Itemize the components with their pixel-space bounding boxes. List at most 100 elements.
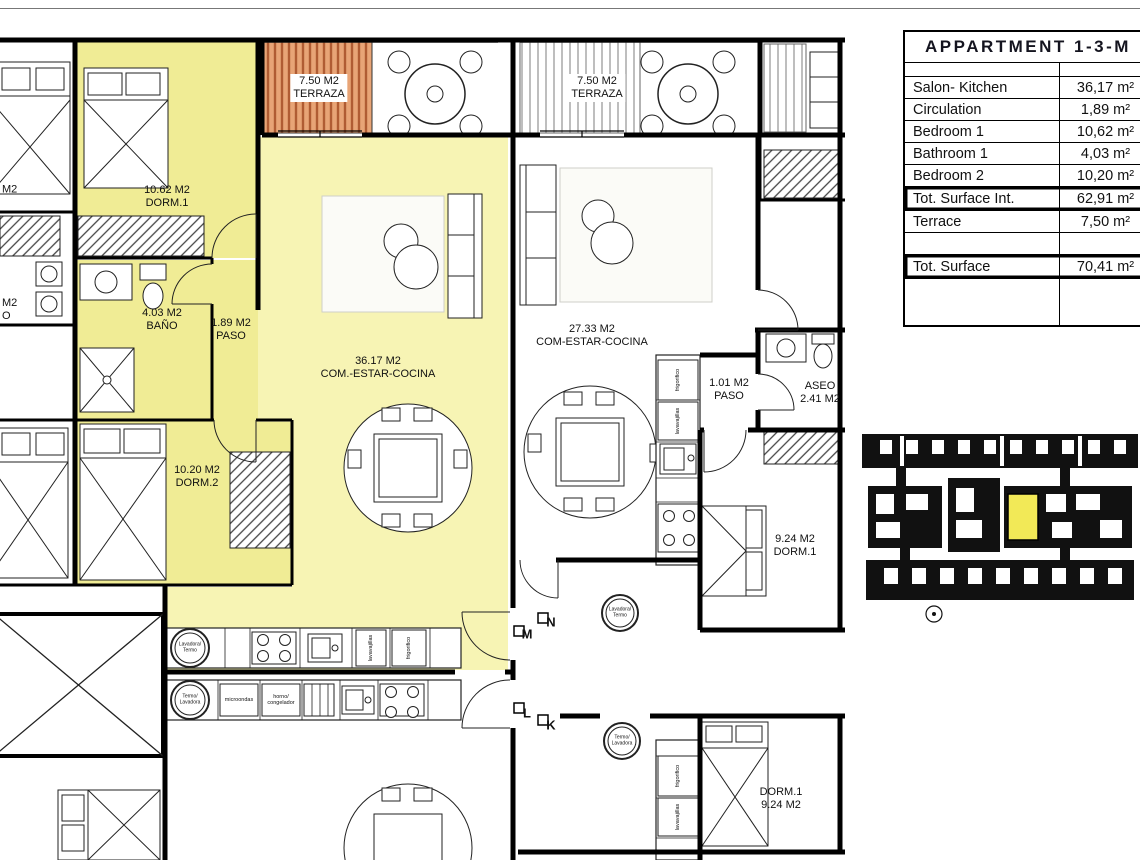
utility-right (601, 594, 701, 860)
room-area-text: 1.89 M2 (211, 317, 251, 329)
room-label-dorm1-bottom: DORM.1 9.24 M2 (760, 786, 803, 812)
appliance-label-microondas: microondas (224, 697, 254, 703)
row-label: Terrace (905, 211, 1060, 232)
row-value: 7,50 m² (1080, 213, 1131, 230)
room-area-text: M2 (2, 297, 18, 309)
room-label-paso-left: 1.89 M2 PASO (211, 317, 251, 343)
appliance-label-lavavajillas: lavavajillas (368, 634, 374, 662)
bed-dorm1-right (701, 505, 767, 597)
room-name-text: BAÑO (146, 320, 178, 332)
door-swings (171, 213, 799, 729)
site-key-map (862, 434, 1138, 623)
room-name-text: PASO (714, 390, 744, 402)
row-value: 10,62 m² (1076, 123, 1135, 140)
room-fill-paso (210, 260, 258, 420)
room-name-text: DORM.2 (175, 477, 219, 489)
terrace-table-left (387, 50, 483, 138)
room-area-text: 9.24 M2 (761, 799, 801, 811)
room-label-salon-right: 27.33 M2 COM-ESTAR-COCINA (536, 323, 648, 349)
appliance-label-frigorifico: frigorifico (406, 636, 412, 660)
heater-text: Termo/ (614, 734, 630, 741)
heater-text: Lavadora (179, 699, 201, 705)
room-area-text: 36.17 M2 (355, 355, 401, 367)
row-value: 1,89 m² (1080, 101, 1131, 118)
appliance-label-horno: horno/ congelador (267, 694, 294, 706)
room-name-text: O (2, 310, 11, 322)
table-row: Bedroom 1 10,62 m² (905, 121, 1140, 143)
row-value: 70,41 m² (1076, 258, 1135, 275)
room-label-dorm1: 10.62 M2 DORM.1 (144, 184, 190, 210)
room-area-text: 7.50 M2 (299, 75, 339, 87)
table-filler-row (905, 279, 1140, 325)
room-label-aseo: ASEO 2.41 M2 (800, 380, 840, 406)
washer-text: Lavadora/ (178, 641, 202, 648)
room-area-text: 7.50 M2 (577, 75, 617, 87)
bed-neighbour-left (0, 427, 69, 579)
appliance-label-frigorifico-bottom: frigorifico (675, 764, 681, 788)
row-label: Bedroom 1 (905, 121, 1060, 142)
aseo-fixtures (765, 333, 835, 369)
row-label: Circulation (905, 99, 1060, 120)
marker-letter-m: M (521, 626, 533, 642)
appliance-label-frigorifico-right: frigorifico (675, 368, 681, 392)
row-value: 4,03 m² (1080, 145, 1131, 162)
room-label-terraza-left: 7.50 M2 TERRAZA (290, 74, 348, 102)
room-name-text: DORM.1 (145, 197, 189, 209)
washer-label-right: Lavadora/ Termo (609, 607, 631, 619)
table-row-total-surface: Tot. Surface 70,41 m² (905, 255, 1140, 279)
room-area-text: 2.41 M2 (800, 393, 840, 405)
kitchen-counter-bottom (164, 679, 462, 721)
room-label-dorm2: 10.20 M2 DORM.2 (174, 464, 220, 490)
kitchen-counter-top (164, 627, 462, 669)
terrace-table-right (640, 50, 736, 138)
row-label: Tot. Surface (905, 255, 1060, 278)
salon-right-sofa (519, 164, 713, 306)
marker-letter-n: N (546, 614, 556, 630)
dining-set-right (523, 385, 664, 519)
room-area-text: 27.33 M2 (569, 323, 615, 335)
wardrobe-hatches (0, 149, 839, 549)
room-label-paso-right: 1.01 M2 PASO (709, 377, 749, 403)
site-key-highlight-unit (1007, 493, 1039, 541)
salon-left-sofa (321, 193, 483, 319)
furniture (0, 50, 839, 860)
bed-dorm1 (83, 67, 169, 189)
washer-label: Lavadora/ Termo (178, 641, 202, 654)
meter-boxes (513, 612, 549, 726)
table-row: Circulation 1,89 m² (905, 99, 1140, 121)
dining-set-left (343, 403, 473, 533)
room-area-text: 10.20 M2 (174, 464, 220, 476)
room-label-salon-left: 36.17 M2 COM.-ESTAR-COCINA (321, 355, 436, 381)
room-label-cut-left-1: M2 (2, 184, 17, 197)
room-name-text: DORM.1 (773, 546, 817, 558)
room-name-text: TERRAZA (293, 88, 345, 100)
marker-letter-k: K (546, 717, 556, 733)
dining-set-bottom (343, 783, 473, 860)
washer-text: Termo (613, 612, 627, 618)
bed-dorm2 (79, 423, 167, 581)
room-label-terraza-right: 7.50 M2 TERRAZA (568, 74, 626, 102)
row-label: Salon- Kitchen (905, 77, 1060, 98)
room-name-text: DORM.1 (759, 786, 803, 798)
table-spacer-row (905, 63, 1140, 77)
room-area-text: 10.62 M2 (144, 184, 190, 196)
table-row-total-interior: Tot. Surface Int. 62,91 m² (905, 187, 1140, 211)
area-table-title: APPARTMENT 1-3-M (905, 32, 1140, 63)
room-name-text: PASO (216, 330, 246, 342)
room-label-cut-left-2: M2 O (2, 297, 17, 323)
kitchen-column-right (655, 354, 701, 566)
neighbour-bath-fixtures (35, 261, 63, 317)
row-value: 62,91 m² (1076, 190, 1135, 207)
row-label: Tot. Surface Int. (905, 187, 1060, 210)
room-label-dorm1-right: 9.24 M2 DORM.1 (774, 533, 817, 559)
table-row: Salon- Kitchen 36,17 m² (905, 77, 1140, 99)
table-row: Terrace 7,50 m² (905, 211, 1140, 233)
room-name-text: COM.-ESTAR-COCINA (320, 368, 436, 380)
heater-label-right: Termo/ Lavadora (612, 734, 633, 747)
bed-neighbour-top (0, 61, 71, 195)
walls (0, 37, 845, 860)
room-name-text: TERRAZA (571, 88, 623, 100)
sheet-border-line (0, 8, 1140, 9)
